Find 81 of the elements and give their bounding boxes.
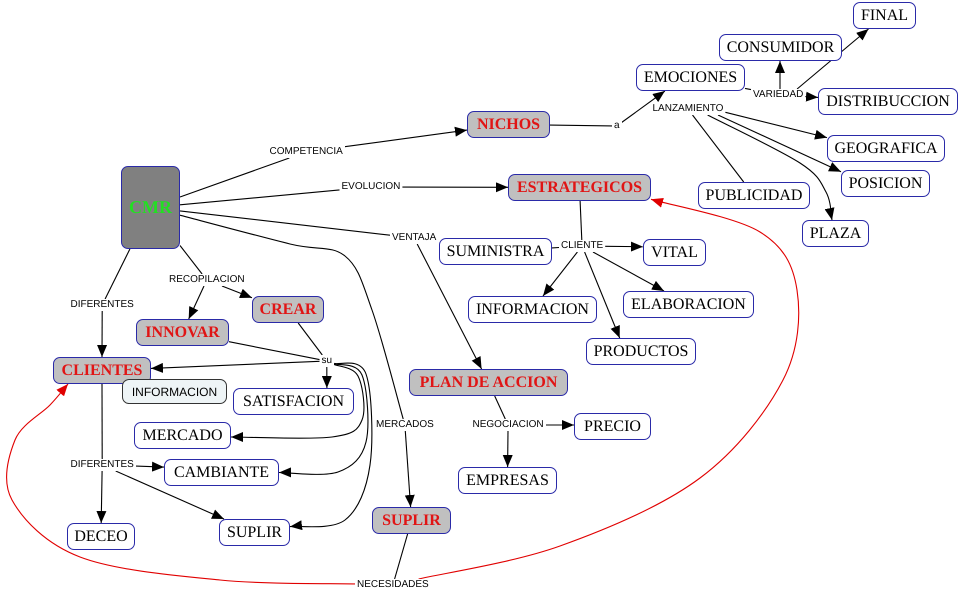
arrow [775, 61, 785, 89]
concept-box: SUPLIR [372, 507, 451, 534]
arrow [231, 364, 364, 442]
arrow [546, 420, 574, 430]
arrow [805, 92, 818, 102]
arrow [188, 286, 204, 320]
connector-line [228, 341, 320, 360]
linking-phrase: LANZAMIENTO [650, 103, 726, 115]
concept-box: MERCADO [134, 422, 231, 449]
arrow [418, 198, 800, 580]
concept-box: CMR [121, 166, 180, 249]
arrow [542, 252, 578, 296]
concept-box: PUBLICIDAD [698, 182, 810, 209]
connector-line [552, 246, 560, 248]
arrow [718, 114, 842, 172]
linking-phrase: DIFERENTES [68, 459, 136, 471]
connector-line [180, 245, 203, 274]
linking-phrase: RECOPILACION [167, 274, 247, 286]
arrow [621, 90, 666, 123]
connector-line [180, 189, 340, 206]
arrow [222, 285, 252, 298]
connector-line [692, 114, 744, 182]
arrow [605, 242, 643, 252]
arrow [344, 126, 468, 148]
arrow [96, 471, 106, 523]
concept-box: DECEO [67, 523, 135, 550]
concept-box: INNOVAR [136, 319, 229, 346]
arrow [502, 431, 513, 467]
concept-box: SATISFACION [233, 388, 354, 415]
connector-line [580, 200, 582, 240]
connector-line [744, 88, 752, 90]
connector-line [298, 322, 323, 356]
connector-line [494, 396, 506, 420]
linking-phrase: COMPETENCIA [268, 146, 345, 158]
concept-box: CAMBIANTE [164, 459, 279, 486]
concept-box: INFORMACION [468, 296, 597, 323]
concept-box: CREAR [252, 296, 324, 323]
arrow [725, 112, 828, 140]
arrow [322, 367, 332, 388]
concept-box: NICHOS [467, 111, 550, 138]
arrow [150, 360, 320, 373]
concept-box: EMOCIONES [636, 64, 745, 91]
concept-box: ESTRATEGICOS [508, 174, 651, 201]
connector-line [180, 210, 390, 236]
linking-phrase: su [320, 355, 334, 367]
arrow [416, 244, 482, 370]
concept-box: GEOGRAFICA [827, 135, 945, 162]
concept-box: VITAL [643, 239, 706, 266]
concept-box: SUPLIR [219, 519, 290, 546]
concept-box: PLAN DE ACCION [409, 369, 568, 396]
arrow [97, 311, 108, 357]
connector-line [550, 124, 612, 126]
linking-phrase: CLIENTE [559, 240, 606, 252]
connector-line [104, 248, 130, 300]
concept-box: PRODUCTOS [586, 338, 696, 365]
linking-phrase: VENTAJA [390, 232, 438, 244]
connector-line [180, 157, 290, 198]
arrow [402, 182, 508, 192]
arrow [404, 430, 415, 508]
arrow [290, 362, 372, 531]
concept-box: FINAL [853, 2, 916, 29]
arrow [278, 363, 368, 478]
concept-box: ELABORACION [623, 291, 754, 318]
concept-box: SUMINISTRA [439, 238, 552, 265]
concept-box: INFORMACION [122, 379, 227, 404]
concept-box: DISTRIBUCCION [818, 88, 958, 115]
connector-line [180, 214, 404, 420]
connector-line [101, 384, 103, 459]
arrow [707, 114, 835, 220]
arrow [136, 462, 164, 472]
connector-line [394, 534, 408, 580]
arrow [6, 384, 355, 584]
arrow [592, 252, 664, 292]
concept-box: PRECIO [574, 413, 651, 440]
concept-box: EMPRESAS [458, 467, 557, 494]
concept-box: POSICION [841, 170, 930, 197]
concept-box: PLAZA [802, 220, 869, 247]
concept-box: CONSUMIDOR [719, 34, 842, 61]
concept-box: CLIENTES [53, 357, 151, 384]
arrow [584, 252, 620, 338]
arrow [115, 470, 224, 520]
